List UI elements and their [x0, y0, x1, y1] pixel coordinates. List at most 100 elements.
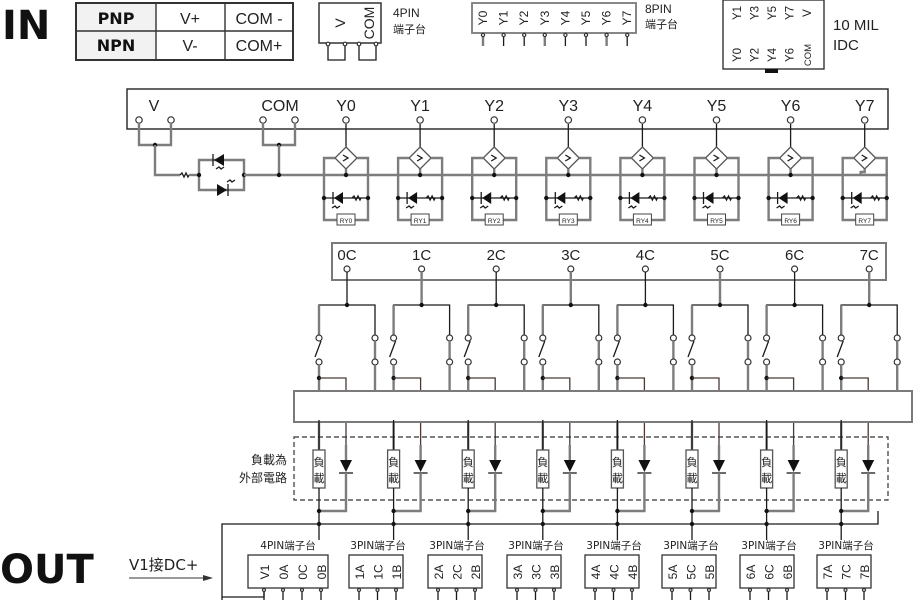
table-type-npn: NPN	[97, 36, 136, 55]
idc-pin-v: V	[802, 9, 814, 17]
led-icon	[704, 192, 714, 204]
table-com-npn: COM+	[236, 38, 283, 55]
junction-dot	[417, 172, 423, 178]
out-pin-v1: V1	[258, 564, 272, 579]
out-pin-1c: 1C	[372, 564, 386, 580]
junction-dot	[492, 172, 497, 178]
out-connector-body	[247, 554, 329, 589]
led-icon	[217, 184, 227, 196]
relay-label: RY4	[636, 218, 649, 225]
junction-dot	[884, 195, 889, 201]
out-pin-2a: 2A	[432, 565, 446, 580]
screw-terminal	[167, 116, 175, 124]
input-terminal-block	[126, 88, 889, 130]
idc-pin-y2: Y2	[750, 48, 762, 62]
junction-dot	[640, 172, 645, 178]
led-icon	[482, 192, 492, 204]
current-source-icon	[556, 146, 581, 170]
junction-dot	[391, 508, 396, 514]
idc-pin-y0: Y0	[732, 48, 744, 62]
pin-terminal	[583, 32, 589, 38]
out-pin-5b: 5B	[703, 565, 717, 580]
switch-contact	[464, 334, 472, 342]
junction-dot	[618, 195, 623, 201]
junction-dot	[810, 195, 815, 201]
in-4pin-com: COM	[361, 7, 377, 40]
junction-dot	[714, 172, 719, 178]
switch-contact	[315, 334, 323, 342]
input-terminal	[786, 116, 795, 124]
led-icon	[778, 192, 788, 204]
junction-dot	[391, 375, 396, 381]
diode-icon	[340, 460, 352, 472]
load-box-char: 負	[612, 456, 623, 469]
idc-pin-y3: Y3	[750, 6, 762, 20]
switch-contact	[762, 358, 771, 366]
out-pin-4a: 4A	[589, 565, 603, 580]
input-terminal	[490, 116, 499, 124]
diode-icon	[862, 460, 875, 472]
pin-terminal	[843, 587, 848, 593]
junction-dot	[540, 508, 545, 514]
input-terminal-label: Y4	[633, 98, 653, 115]
out-pin-0a: 0A	[277, 565, 291, 580]
switch-contact	[371, 358, 379, 366]
out-connector-label: 3PIN端子台	[741, 539, 796, 552]
in-4pin-v: V	[332, 18, 348, 28]
in-8pin-label-1: 8PIN	[645, 2, 672, 16]
load-box-char: 載	[836, 472, 847, 485]
idc-pin-y6: Y6	[785, 48, 797, 62]
current-source-icon	[630, 146, 655, 170]
relay-label: RY1	[414, 218, 427, 225]
relay-label: RY7	[858, 218, 871, 225]
out-title: OUT	[0, 547, 94, 593]
load-box-char: 載	[463, 472, 474, 485]
relay-coil	[707, 213, 726, 226]
pin-terminal	[747, 587, 753, 593]
out-pin-6a: 6A	[744, 565, 758, 580]
common-terminal	[790, 265, 799, 273]
out-connector-body	[739, 554, 795, 589]
in-8pin-y4: Y4	[558, 10, 572, 25]
out-pin-7b: 7B	[858, 565, 872, 580]
common-terminal	[865, 265, 873, 273]
common-terminal-label: 5C	[710, 247, 729, 264]
pin-terminal	[393, 587, 399, 593]
out-pin-4b: 4B	[626, 565, 640, 580]
out-pin-3a: 3A	[511, 565, 525, 580]
pin-terminal	[318, 587, 324, 593]
load-4: 負載	[610, 420, 652, 540]
pin-terminal	[299, 587, 305, 593]
relay-coil	[336, 213, 356, 226]
idc-label-1: 10 MIL	[833, 17, 879, 34]
switch-contact	[520, 334, 528, 342]
idc-pin-y5: Y5	[767, 6, 779, 20]
out-connector-body	[348, 554, 404, 589]
current-source-icon	[334, 146, 358, 170]
load-5: 負載	[685, 420, 726, 540]
load-7: 負載	[834, 420, 876, 540]
in-8pin-y7: Y7	[620, 10, 634, 25]
switch-contact	[539, 334, 547, 342]
polarity-table: PNP V+ COM - NPN V- COM+	[75, 2, 294, 61]
idc-label-2: IDC	[833, 37, 859, 54]
pin-terminal	[629, 587, 635, 593]
input-terminal	[860, 116, 869, 124]
pin-terminal	[563, 32, 568, 38]
relay-label: RY0	[340, 218, 353, 225]
in-8pin-y0: Y0	[476, 10, 490, 25]
load-box-char: 負	[388, 456, 399, 469]
pin-terminal	[824, 587, 830, 593]
load-box-char: 負	[537, 456, 548, 469]
switch-contact	[837, 334, 845, 342]
switch-contact	[744, 334, 752, 342]
switch-contact	[315, 358, 323, 366]
load-box-char: 載	[687, 472, 698, 485]
pin-terminal	[501, 32, 506, 38]
common-terminal-label: 1C	[412, 247, 431, 264]
